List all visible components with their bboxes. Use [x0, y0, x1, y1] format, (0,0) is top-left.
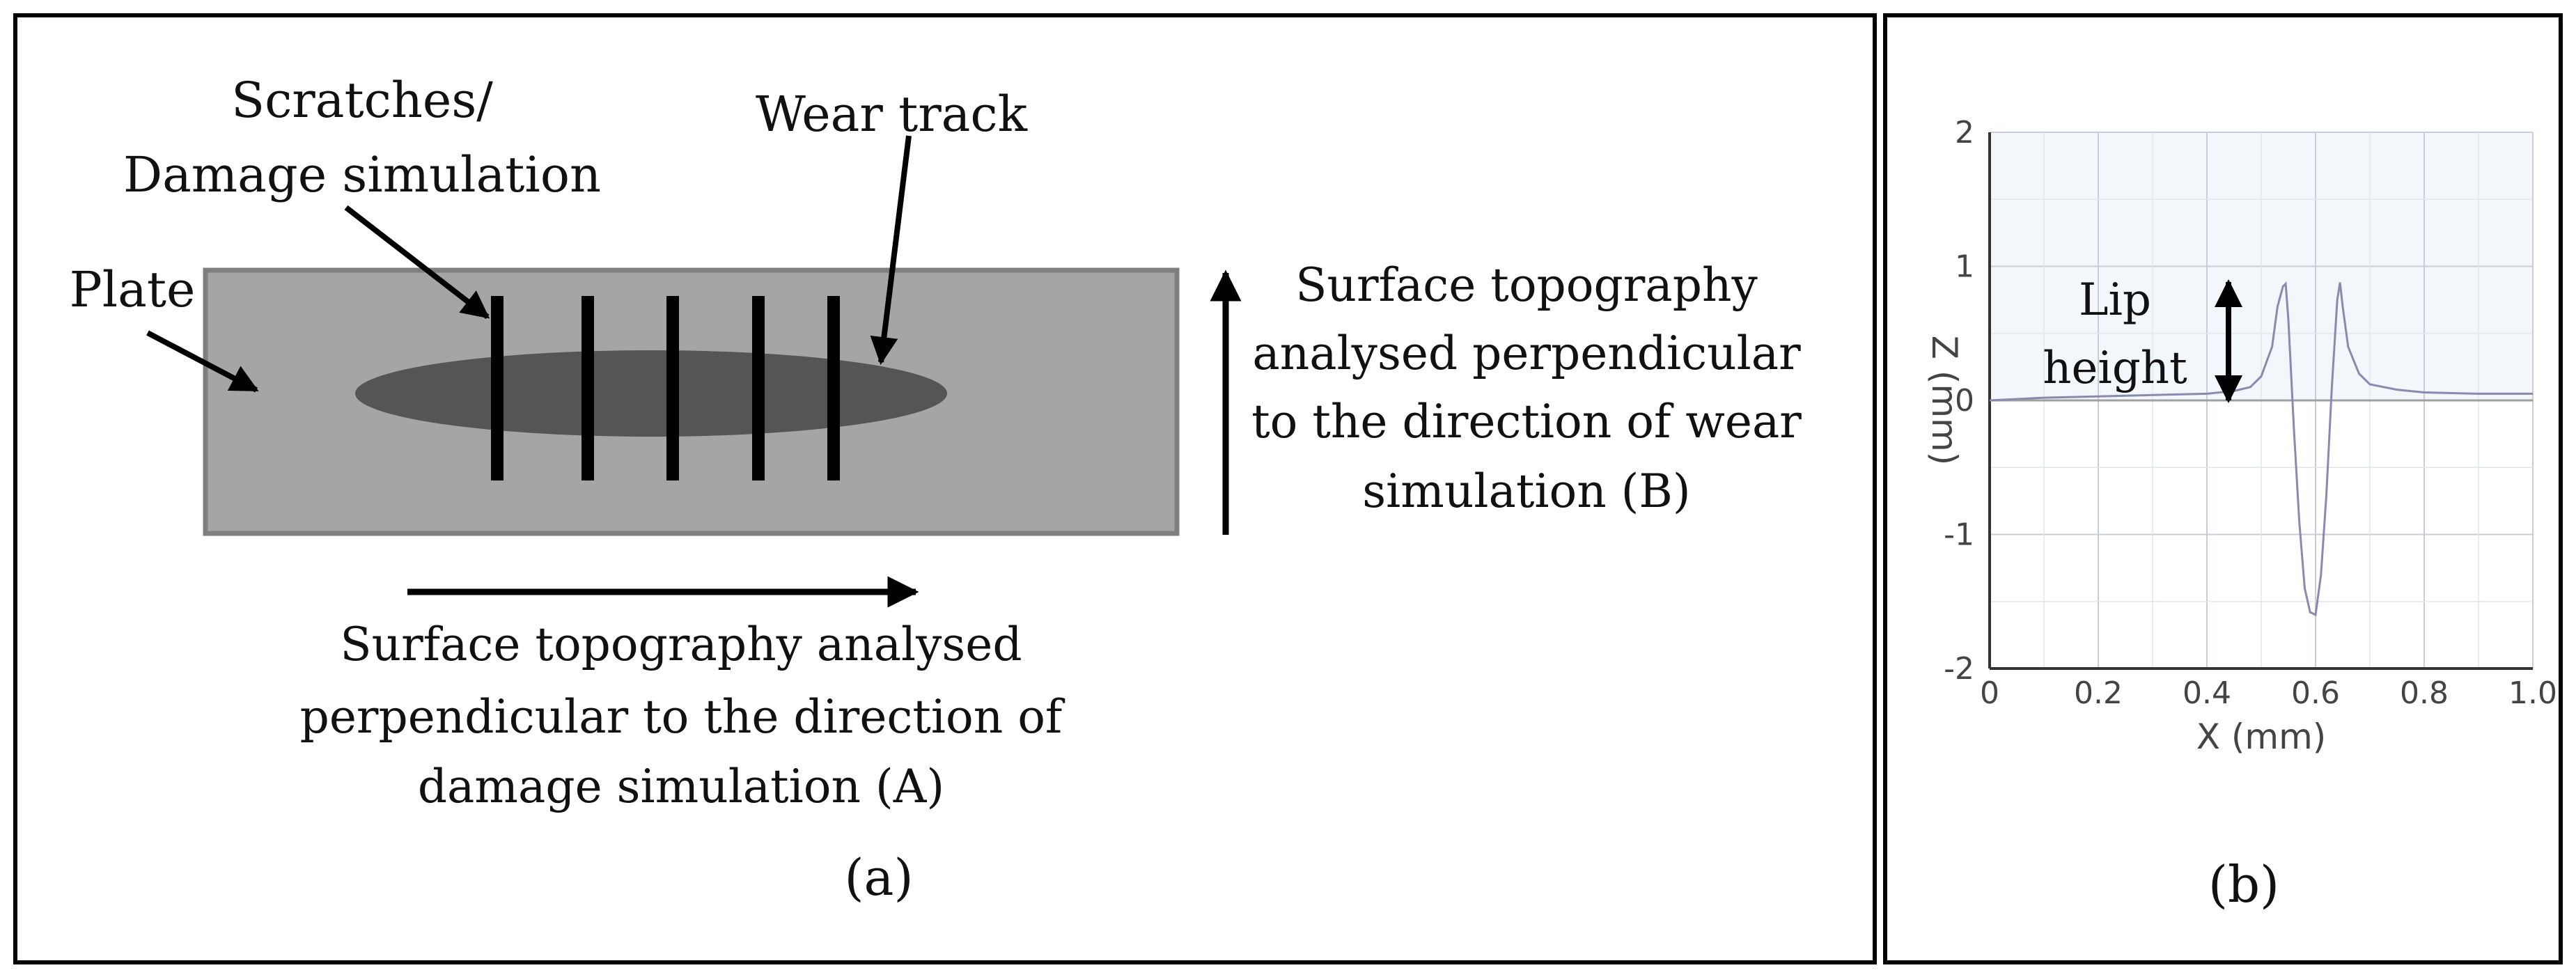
direction-a-label-line1: Surface topography analysed — [340, 618, 1022, 671]
scratch-mark — [827, 296, 840, 480]
scratch-mark — [752, 296, 765, 480]
y-tick-label: 2 — [1955, 115, 1974, 150]
x-tick-label: 0.4 — [2183, 675, 2231, 711]
x-axis-label: X (mm) — [2196, 717, 2327, 757]
x-tick-label: 0.8 — [2400, 675, 2449, 711]
panel-a-caption: (a) — [844, 848, 913, 907]
y-tick-label: 1 — [1955, 249, 1974, 285]
scratch-mark — [491, 296, 504, 480]
x-tick-label: 0 — [1980, 675, 1999, 711]
x-tick-label: 1.0 — [2508, 675, 2557, 711]
direction-a-label-line3: damage simulation (A) — [418, 760, 944, 813]
scratch-mark — [581, 296, 594, 480]
lip-height-label-line1: Lip — [2079, 274, 2151, 326]
panel-a-frame — [13, 13, 1877, 964]
x-tick-label: 0.6 — [2291, 675, 2340, 711]
y-tick-label: -2 — [1944, 651, 1974, 687]
x-tick-label: 0.2 — [2074, 675, 2123, 711]
scratches — [491, 296, 840, 480]
plate-label: Plate — [70, 261, 196, 318]
y-tick-label: -1 — [1944, 517, 1974, 553]
scratch-mark — [666, 296, 679, 480]
tick-labels: 0 0.2 0.4 0.6 0.8 1.0 -2 -1 0 1 2 — [1944, 115, 2557, 711]
wear-track — [355, 350, 947, 437]
y-axis-label: Z (mm) — [1924, 336, 1965, 466]
wear-track-pointer-arrow — [870, 135, 912, 365]
scratches-label-line1: Scratches/ — [231, 72, 493, 129]
scratches-pointer-arrow — [344, 205, 490, 320]
y-tick-label: 0 — [1955, 383, 1974, 419]
profile-chart: 0 0.2 0.4 0.6 0.8 1.0 -2 -1 0 1 2 X (mm) Z (mm) — [1924, 115, 2557, 757]
direction-b-label-line2: analysed perpendicular — [1252, 327, 1801, 380]
plate-pointer-arrow — [146, 330, 259, 393]
direction-b-label-line3: to the direction of wear — [1251, 395, 1802, 448]
direction-b-label-line4: simulation (B) — [1362, 464, 1690, 518]
panel-b-frame — [1883, 13, 2563, 964]
direction-a-label-line2: perpendicular to the direction of — [300, 690, 1065, 744]
direction-b-label-line1: Surface topography — [1295, 258, 1758, 312]
panel-b-caption: (b) — [2208, 855, 2279, 914]
scratches-label-line2: Damage simulation — [123, 146, 601, 203]
lip-height-label-line2: height — [2043, 343, 2187, 394]
wear-track-label: Wear track — [756, 86, 1028, 143]
